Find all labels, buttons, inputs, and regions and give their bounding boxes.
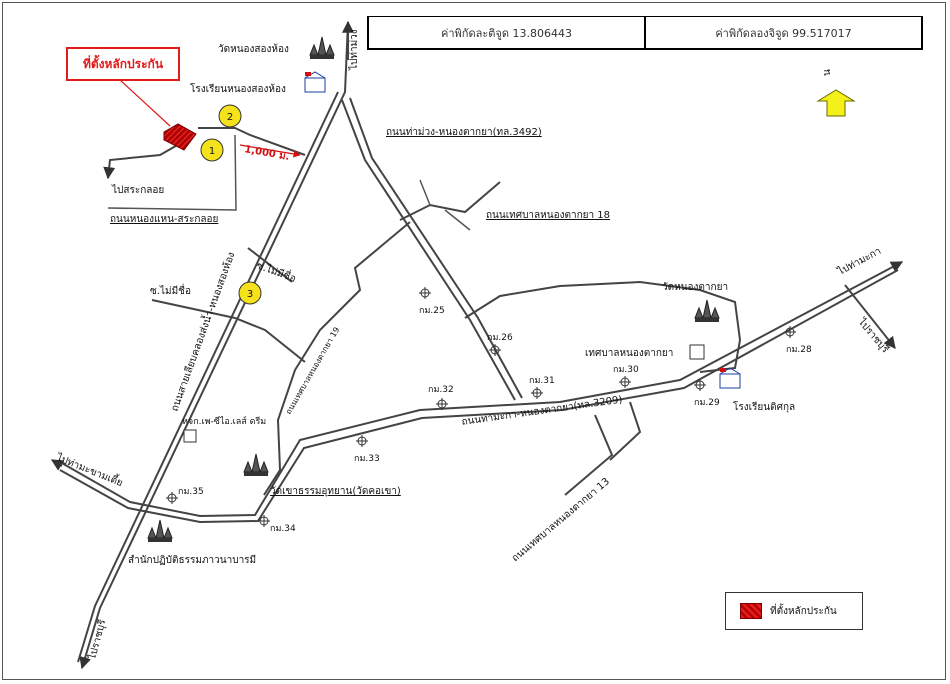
km-post-29: กม.29 [694, 379, 720, 408]
label-to-tha-maka-kham: ไปท่ามะขามเตี้ย [54, 449, 125, 489]
site-access-road [107, 134, 237, 211]
distance-arrow [239, 144, 301, 158]
svg-text:กม.35: กม.35 [178, 487, 204, 497]
label-road-mae-nam: ถนนสายเลียบคลองส่งน้ำ-หนองสองห้อง [167, 250, 238, 413]
svg-text:2: 2 [227, 112, 233, 123]
label-road-nong-haen: ถนนหนองแหน-สระกลอย [110, 214, 218, 225]
km-post-35: กม.35 [166, 487, 204, 504]
km-posts: กม.25 กม.26 กม.28 กม.29 กม.30 กม.31 กม.3… [166, 287, 812, 534]
svg-text:กม.26: กม.26 [487, 333, 513, 343]
road-muni-18-branch-a [419, 179, 431, 206]
label-soi-no-name-2: ซ.ไม่มีชื่อ [150, 283, 191, 297]
north-arrow-icon: น [816, 69, 856, 117]
km-post-28: กม.28 [784, 326, 812, 355]
label-road-muni-18: ถนนเทศบาลหนองตากยา 18 [486, 210, 610, 221]
site-callout-label: ที่ตั้งหลักประกัน [66, 47, 180, 81]
coordinate-bar: ค่าพิกัดละติจูด 13.806443 ค่าพิกัดลองจิจ… [367, 16, 923, 50]
school-icon [719, 367, 741, 389]
label-to-tha-maka: ไปท่ามะกา [835, 245, 883, 278]
marker-1: 1 [200, 138, 224, 162]
road-muni-18 [399, 181, 501, 221]
svg-text:กม.28: กม.28 [786, 345, 812, 355]
road-to-nong-takaya [341, 99, 516, 401]
soi-no-name-2 [151, 299, 306, 363]
svg-text:กม.30: กม.30 [613, 365, 639, 375]
soi-no-name-1 [247, 247, 293, 283]
label-to-sa-krachom: ไปสระกลอย [111, 184, 164, 196]
road-muni-13-branch [609, 401, 642, 461]
label-soi-no-name-1: ซ.ไม่มีชื่อ [255, 258, 298, 285]
svg-text:กม.29: กม.29 [694, 398, 720, 408]
main-road-3492 [77, 20, 354, 670]
svg-text:กม.33: กม.33 [354, 454, 380, 464]
site-callout-leader [119, 79, 171, 127]
km-post-30: กม.30 [613, 365, 639, 388]
legend-label: ที่ตั้งหลักประกัน [770, 605, 837, 617]
road-to-ratchaburi-right [844, 284, 896, 349]
label-school-dit-sakul: โรงเรียนดิศกุล [733, 400, 795, 413]
road-loop-temple [464, 280, 742, 373]
label-road-muni-13: ถนนเทศบาลหนองตากยา 13 [510, 476, 612, 564]
km-post-31: กม.31 [529, 376, 555, 399]
road-muni-19 [263, 221, 411, 496]
site-parcel [163, 123, 197, 151]
longitude-cell: ค่าพิกัดลองจิจูด 99.517017 [644, 17, 921, 48]
km-post-33: กม.33 [354, 435, 380, 464]
label-meditation-center: สำนักปฏิบัติธรรมภาวนาบารมี [128, 554, 256, 566]
svg-text:กม.31: กม.31 [529, 376, 555, 386]
legend: ที่ตั้งหลักประกัน [725, 592, 863, 630]
marker-2: 2 [218, 104, 242, 128]
svg-text:1: 1 [209, 146, 215, 157]
office-icon [183, 429, 197, 443]
temple-icon [694, 299, 720, 322]
km-post-32: กม.32 [428, 385, 454, 410]
highway-3209 [50, 261, 904, 524]
svg-text:กม.34: กม.34 [270, 524, 296, 534]
road-muni-13 [564, 414, 614, 496]
road-muni-18-branch-b [444, 209, 471, 231]
municipality-icon [689, 344, 705, 360]
label-temple-nong-song-hong: วัดหนองสองห้อง [218, 43, 289, 55]
svg-text:กม.25: กม.25 [419, 306, 445, 316]
svg-text:กม.32: กม.32 [428, 385, 454, 395]
road-to-nong-takaya-edge [349, 97, 523, 399]
label-to-tha-muang: ไปท่าม่วง [348, 29, 360, 71]
km-post-34: กม.34 [258, 515, 296, 534]
road-to-site [198, 127, 306, 156]
km-post-25: กม.25 [419, 287, 445, 316]
school-icon [304, 71, 326, 93]
km-post-26: กม.26 [487, 333, 513, 356]
label-municipality: เทศบาลหนองตากยา [585, 348, 673, 359]
label-temple-nong-takaya: วัดหนองตากยา [662, 282, 728, 293]
label-school-nong-song-hong: โรงเรียนหนองสองห้อง [190, 82, 286, 95]
latitude-cell: ค่าพิกัดละติจูด 13.806443 [441, 26, 572, 40]
marker-3: 3 [238, 281, 262, 305]
svg-text:3: 3 [247, 289, 253, 300]
label-road-3492: ถนนท่าม่วง-หนองตากยา(ทล.3492) [386, 127, 542, 138]
label-temple-khao-tham: วัดเขาธรรมอุทยาน(วัดคอเขา) [270, 486, 401, 497]
temple-icon [243, 453, 269, 476]
svg-text:น: น [822, 69, 833, 76]
legend-site-swatch [740, 603, 762, 619]
temple-icon [147, 519, 173, 542]
label-pt-office: หจก.เพ-ซีไอ.เลส์ ดรีม [182, 415, 266, 427]
label-road-muni-19: ถนนเทศบาลหนองตากยา 19 [284, 326, 341, 416]
temple-icon [309, 36, 335, 59]
